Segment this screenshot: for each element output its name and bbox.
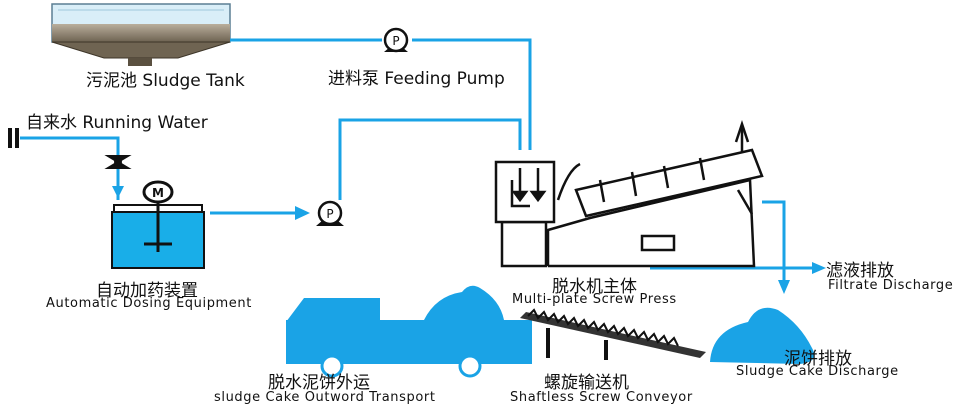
transport-title-en: sludge Cake Outword Transport (214, 390, 436, 405)
feeding-pump-text: 进料泵 Feeding Pump (328, 69, 505, 89)
pump-mark-dosing: P (326, 207, 333, 221)
motor-mark: M (152, 186, 164, 200)
filtrate-title-en: Filtrate Discharge (828, 278, 954, 293)
water-pipe (20, 136, 120, 200)
conveyor-title-en: Shaftless Screw Conveyor (510, 390, 693, 405)
transport-title-cn: 脱水泥饼外运 (268, 373, 370, 393)
sludge-tank-text: 污泥池 Sludge Tank (86, 71, 245, 91)
cake-title-cn: 泥饼排放 (784, 349, 852, 369)
pump-icon (383, 27, 409, 53)
dosing-title-cn: 自动加药装置 (96, 281, 198, 301)
chem-pipe (338, 118, 522, 200)
cake-title-en: Sludge Cake Discharge (736, 364, 899, 379)
screw-press (494, 120, 764, 268)
sludge-tank-label: 污泥池 Sludge Tank (86, 66, 245, 91)
pump-icon (316, 200, 344, 226)
screw-conveyor (520, 308, 706, 360)
filtrate-title-cn: 滤液排放 (826, 261, 894, 281)
cake-pipe (762, 200, 786, 282)
motor-icon (142, 180, 174, 204)
pump-mark-top: P (392, 34, 399, 48)
arrow-icon (112, 186, 826, 294)
sludge-tank (51, 3, 231, 66)
cake-pile (710, 307, 815, 364)
feed-pipe-2 (412, 38, 532, 150)
truck (286, 285, 532, 378)
running-water-text: 自来水 Running Water (26, 113, 208, 133)
conveyor-title-cn: 螺旋输送机 (544, 373, 629, 393)
valve-icon (104, 155, 132, 169)
press-title-cn: 脱水机主体 (552, 277, 637, 297)
feeding-pump-label: 进料泵 Feeding Pump (328, 64, 505, 89)
dosing-tank (111, 180, 205, 269)
running-water-label: 自来水 Running Water (26, 108, 208, 133)
tap-icon (8, 128, 19, 148)
press-title-en: Multi-plate Screw Press (512, 292, 677, 307)
pipes (20, 38, 815, 282)
dosing-title-en: Automatic Dosing Equipment (46, 296, 252, 311)
